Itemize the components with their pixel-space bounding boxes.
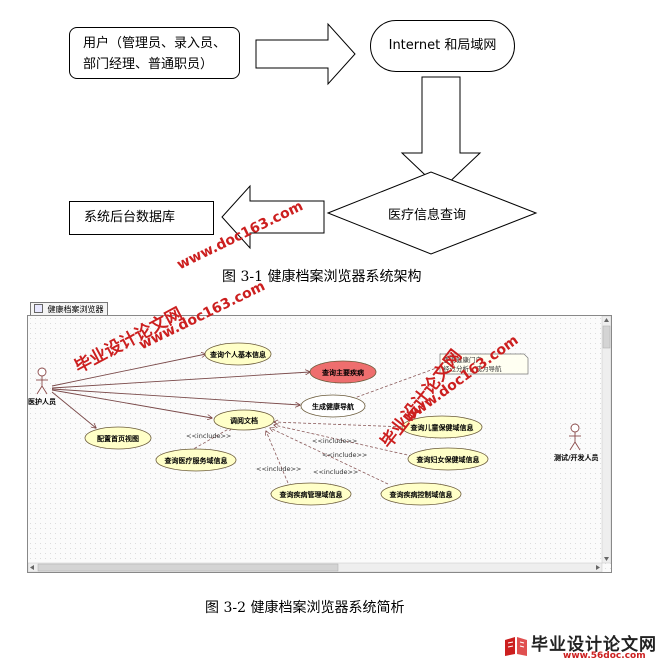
- usecase-homepage-label: 配置首页视图: [97, 434, 139, 443]
- database-box: 系统后台数据库: [69, 201, 214, 235]
- arrow-down-shape: [400, 76, 482, 191]
- usecase-personal-info[interactable]: 查询个人基本信息: [204, 342, 272, 366]
- usecase-women-health[interactable]: 查询妇女保健域信息: [407, 447, 489, 471]
- include-labels: <<include>> <<include>> <<include>> <<in…: [186, 432, 367, 476]
- usecase-browse-docs[interactable]: 调阅文档: [213, 409, 275, 431]
- include-label-1: <<include>>: [186, 432, 231, 440]
- usecase-personal-info-label: 查询个人基本信息: [210, 350, 266, 359]
- network-box: Internet 和局域网: [370, 20, 515, 72]
- association-lines: [51, 354, 310, 428]
- query-diamond-label: 医疗信息查询: [388, 208, 467, 223]
- actor-medical[interactable]: [36, 367, 48, 395]
- figure-3-1-caption: 图 3-1 健康档案浏览器系统架构: [222, 269, 422, 285]
- include-medical-service: [189, 427, 232, 452]
- usecase-health-nav[interactable]: 生成健康导航: [300, 394, 366, 418]
- diagram-tab-icon: [34, 304, 43, 313]
- query-diamond-shape: [326, 171, 538, 255]
- usecase-child-health[interactable]: 查询儿童保健域信息: [401, 415, 483, 439]
- assoc-health-nav: [51, 388, 300, 405]
- scroll-right-icon[interactable]: [596, 565, 600, 570]
- users-box-line2: 部门经理、普通职员）: [83, 57, 214, 72]
- horizontal-scrollbar-thumb[interactable]: [37, 563, 339, 572]
- include-label-2: <<include>>: [312, 437, 357, 445]
- include-label-4: <<include>>: [256, 465, 301, 473]
- logo-book-icon: [505, 637, 527, 656]
- usecase-disease-control[interactable]: 查询疾病控制域信息: [380, 482, 462, 506]
- users-box-line1: 用户（管理员、录入员、: [83, 36, 227, 51]
- note-link: [337, 365, 443, 405]
- usecase-diagram-svg: <<include>> <<include>> <<include>> <<in…: [28, 316, 611, 572]
- usecase-disease-mgmt-label: 查询疾病管理域信息: [280, 490, 343, 499]
- network-box-label: Internet 和局域网: [388, 38, 497, 53]
- usecase-homepage[interactable]: 配置首页视图: [84, 426, 152, 450]
- assoc-personal-info: [51, 354, 206, 387]
- figure-3-2-caption: 图 3-2 健康档案浏览器系统简析: [205, 600, 405, 616]
- database-box-label: 系统后台数据库: [84, 210, 176, 225]
- site-logo: 毕业设计论文网 www.56doc.com: [503, 630, 659, 662]
- usecase-canvas: <<include>> <<include>> <<include>> <<in…: [27, 315, 612, 573]
- usecase-women-health-label: 查询妇女保健域信息: [417, 455, 480, 464]
- include-lines: [189, 365, 443, 485]
- logo-title: 毕业设计论文网: [531, 635, 657, 655]
- assoc-main-disease: [51, 372, 310, 389]
- include-label-3: <<include>>: [322, 451, 367, 459]
- assoc-browse-docs: [51, 389, 212, 418]
- usecase-disease-control-label: 查询疾病控制域信息: [390, 490, 453, 499]
- note-shape: [439, 353, 529, 375]
- usecase-child-health-label: 查询儿童保健域信息: [411, 423, 474, 432]
- include-disease-mgmt: [266, 431, 289, 484]
- usecase-main-disease[interactable]: 查询主要疾病: [309, 360, 377, 384]
- architecture-diagram: [221, 22, 538, 255]
- usecase-health-nav-label: 生成健康导航: [312, 402, 354, 411]
- usecases: 查询个人基本信息 查询主要疾病 生成健康导航 调阅文档 配置首页视图 查询医疗服…: [84, 342, 489, 506]
- include-disease-control: [270, 428, 389, 485]
- usecase-disease-mgmt[interactable]: 查询疾病管理域信息: [270, 482, 352, 506]
- vertical-scrollbar[interactable]: [601, 316, 611, 564]
- include-child-health: [274, 422, 407, 428]
- actor-tester[interactable]: [569, 423, 581, 451]
- scroll-down-icon[interactable]: [604, 557, 609, 561]
- horizontal-scrollbar[interactable]: [28, 562, 603, 572]
- arrow-left-shape: [221, 184, 325, 250]
- include-label-5: <<include>>: [313, 468, 358, 476]
- vertical-scrollbar-thumb[interactable]: [602, 325, 611, 349]
- diagram-tab[interactable]: 健康档案浏览器: [30, 302, 108, 316]
- usecase-medical-service-label: 查询医疗服务域信息: [165, 456, 228, 465]
- actor-tester-label: 测试/开发人员: [554, 453, 599, 462]
- note-line1: 查询健康门户: [443, 355, 482, 364]
- actor-medical-label: 医护人员: [28, 397, 56, 406]
- users-box: 用户（管理员、录入员、 部门经理、普通职员）: [69, 27, 240, 79]
- assoc-homepage: [51, 391, 96, 428]
- note: 查询健康门户 经过分析，成为导航: [439, 353, 529, 375]
- usecase-medical-service[interactable]: 查询医疗服务域信息: [155, 448, 237, 472]
- note-line2: 经过分析，成为导航: [443, 364, 502, 373]
- scroll-left-icon[interactable]: [30, 565, 34, 570]
- diagram-tab-label: 健康档案浏览器: [47, 305, 104, 314]
- usecase-browse-docs-label: 调阅文档: [230, 416, 258, 425]
- scroll-up-icon[interactable]: [604, 318, 609, 322]
- usecase-main-disease-label: 查询主要疾病: [322, 368, 364, 377]
- arrow-right-shape: [255, 22, 356, 86]
- logo-url: www.56doc.com: [563, 651, 646, 661]
- include-women-health: [274, 425, 413, 457]
